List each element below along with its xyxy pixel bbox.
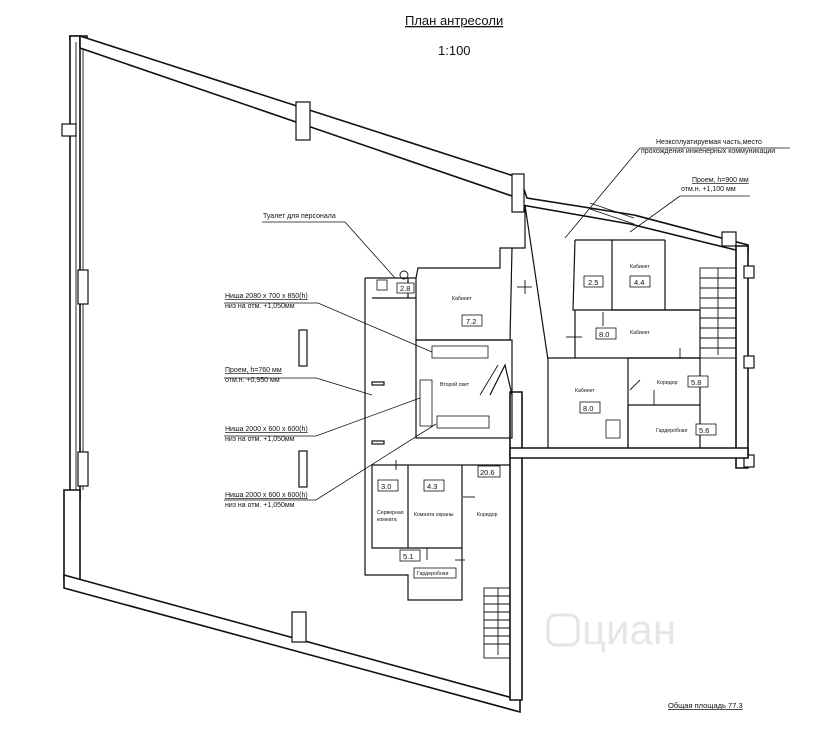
annotation-opening-900-line1: Проем, h=900 мм [692, 177, 749, 184]
annotation-niche-3-line2: низ на отм. +1,050мм [225, 502, 295, 509]
room-server-30-area: 3.0 [381, 482, 391, 491]
annotation-niche-1-line1: Ниша 2080 х 700 х 850(h) [225, 293, 308, 300]
room-cabinet-80b-area: 8.0 [583, 404, 593, 413]
total-area: Общая площадь 77.3 [668, 701, 743, 710]
mezzanine-partitions [364, 202, 737, 659]
room-wardrobe-51-area: 5.1 [403, 552, 413, 561]
room-server-30-label-line2: комната [377, 517, 397, 523]
room-cabinet-80a-area: 8.0 [599, 330, 609, 339]
annotation-opening-760-line2: отм.н. +0,950 мм [225, 377, 280, 384]
annotation-niche-2-line1: Ниша 2000 х 600 х 600(h) [225, 426, 308, 433]
annotation-opening-760-line1: Проем, h=760 мм [225, 367, 282, 374]
room-wardrobe-56-area: 5.6 [699, 426, 709, 435]
room-server-30-label-line1: Серверная [377, 510, 404, 516]
annotation-niche-1-line2: низ на отм. +1,050мм [225, 303, 295, 310]
room-cabinet-44-label: Кабинет [630, 264, 650, 270]
rooms: 2.8 Кабинет 7.2 Второй свет 2.5 Кабинет … [377, 264, 717, 579]
room-wardrobe-56-label: Гардеробная [656, 428, 688, 434]
interior-columns [298, 329, 385, 488]
annotation-niche-2-line2: низ на отм. +1,050мм [225, 436, 295, 443]
room-cabinet-80b-label: Кабинет [575, 388, 595, 394]
annotation-non-operated-line1: Неэксплуатируемая часть,место [656, 139, 762, 146]
room-cabinet-80a-label: Кабинет [630, 330, 650, 336]
room-toilet-area: 2.8 [400, 284, 410, 293]
watermark-text: циан [582, 606, 676, 653]
room-security-43-area: 4.3 [427, 482, 437, 491]
room-security-43-label: Комната охраны [414, 512, 454, 518]
drawing-scale: 1:100 [438, 43, 471, 58]
room-25-area: 2.5 [588, 278, 598, 287]
room-cabinet-72-label: Кабинет [452, 296, 472, 302]
page-title: План антресоли [405, 13, 503, 28]
room-cabinet-44-area: 4.4 [634, 278, 644, 287]
watermark: циан [546, 606, 676, 653]
room-corridor-58-area: 5.8 [691, 378, 701, 387]
room-second-light-label: Второй свет [440, 381, 470, 388]
room-wardrobe-51-label: Гардеробная [417, 571, 449, 577]
watermark-logo-icon [546, 613, 580, 647]
annotation-non-operated-line2: прохождения инженерных коммуникаций [641, 147, 775, 155]
annotation-leaders [224, 147, 790, 501]
room-cabinet-72-area: 7.2 [466, 317, 476, 326]
room-corridor-206-area: 20.6 [480, 468, 495, 477]
annotation-staff-toilet: Туалет для персонала [263, 213, 336, 220]
annotation-niche-3-line1: Ниша 2000 х 600 х 600(h) [225, 492, 308, 499]
annotations: Неэксплуатируемая часть,место прохождени… [225, 139, 775, 509]
stair-bottom [483, 587, 511, 659]
outer-walls [61, 34, 755, 714]
room-corridor-206-label: Коридор [477, 512, 498, 518]
room-corridor-58-label: Коридор [657, 380, 678, 386]
annotation-opening-900-line2: отм.н. +1,100 мм [681, 186, 736, 193]
stair-right [699, 267, 737, 359]
